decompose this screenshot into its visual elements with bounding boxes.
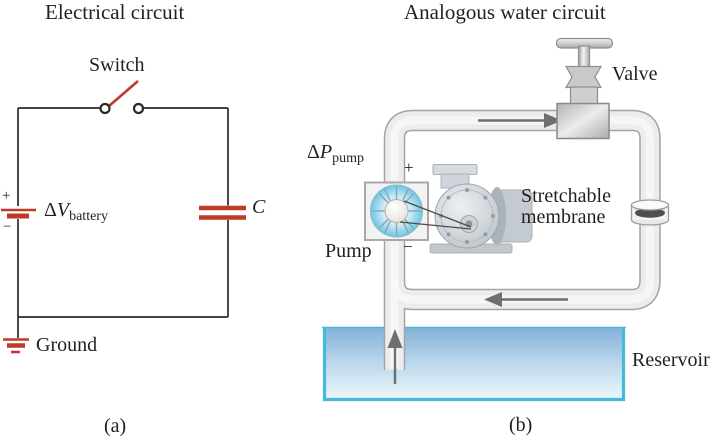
ground-label: Ground [36,334,98,356]
switch-symbol [99,80,145,115]
membrane-icon [630,199,670,226]
switch-label: Switch [89,54,145,76]
flow-arrow-left-icon [484,292,568,307]
reservoir-label: Reservoir [632,349,710,371]
reservoir-water [323,327,625,401]
flow-arrow-up-icon [387,329,403,384]
pump-minus-sign: − [403,237,413,256]
membrane-label: Stretchable membrane [521,186,611,228]
pump-label: Pump [325,240,372,262]
ground-symbol [3,338,29,354]
battery-plus-sign: + [2,188,11,204]
reservoir [322,326,626,402]
valve-body [556,102,610,140]
pump-plus-sign: + [404,158,414,177]
caption-b: (b) [509,414,533,436]
pump-callout-lines [399,200,472,230]
membrane-surface [635,208,665,218]
pressure-subscript: pump [332,151,364,166]
pump-photo [429,164,533,254]
voltage-variable: V [56,199,70,221]
reservoir-wall [322,327,626,402]
pipe-loop [383,109,661,370]
water-circuit-drawing [322,37,670,402]
valve-bonnet [569,86,599,105]
electrical-circuit-drawing [1,80,246,354]
pressure-variable: P [319,141,333,163]
delta-symbol: Δ [307,141,320,163]
battery-minus-sign: − [3,219,12,235]
flow-arrow-right-icon [478,113,562,128]
right-panel-title: Analogous water circuit [404,0,606,24]
pump-pressure-label: ΔPpump [307,141,364,166]
left-panel-title: Electrical circuit [45,0,185,24]
circuit-wire [17,107,229,338]
caption-a: (a) [104,415,127,437]
membrane-label-line1: Stretchable [521,185,611,207]
switch-lever [108,80,139,107]
battery-voltage-label: ΔVbattery [44,199,108,224]
valve-label: Valve [612,63,658,85]
capacitor-symbol [199,205,246,220]
membrane-label-line2: membrane [521,205,606,228]
valve-gland [564,65,603,89]
pump-hub [384,199,409,223]
voltage-subscript: battery [69,209,108,224]
battery-symbol [1,208,36,219]
valve-icon [555,37,614,140]
switch-contact-left [99,102,111,115]
pump-icon [364,181,429,241]
switch-contact-right [132,102,145,115]
delta-symbol: Δ [44,199,57,221]
capacitor-label: C [252,196,266,218]
membrane-rim [630,199,670,211]
